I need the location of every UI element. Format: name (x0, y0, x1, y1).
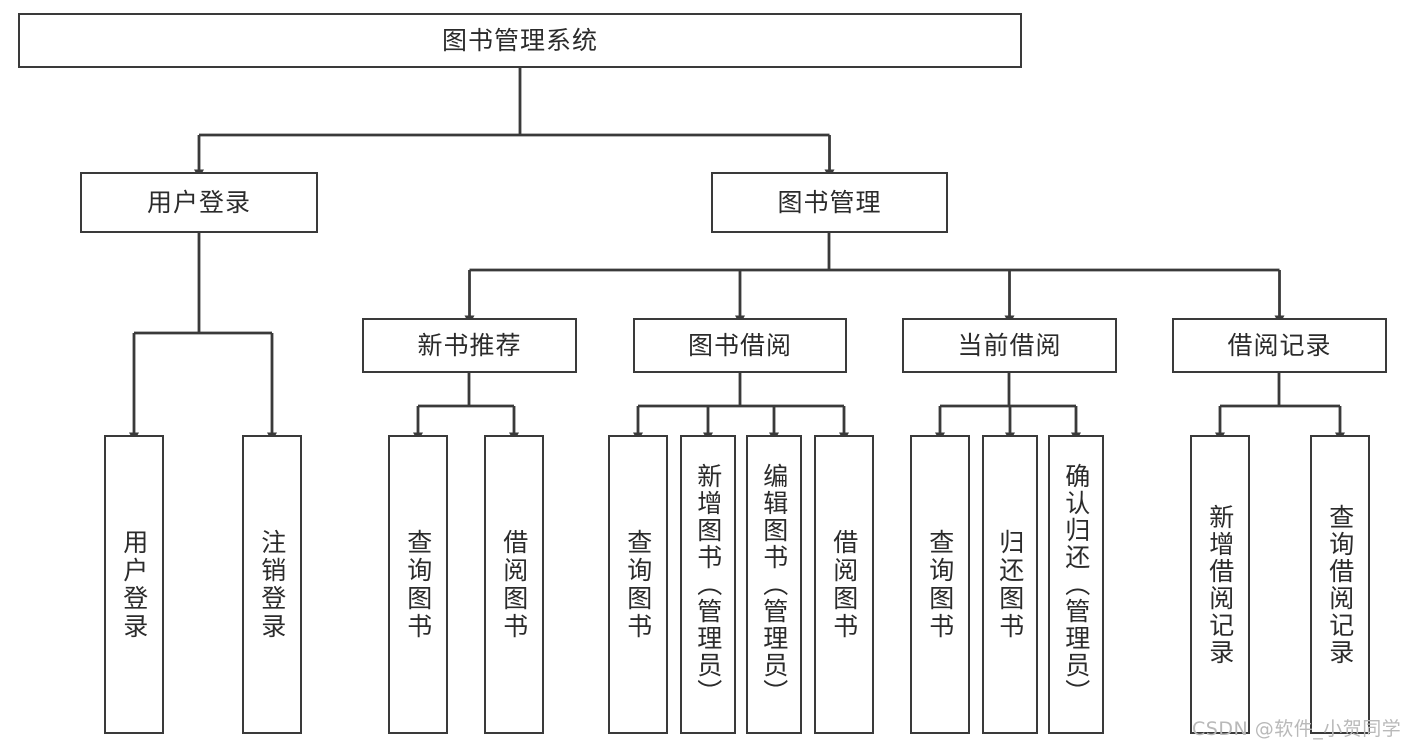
node-label-leaf-add-book: 新增图书（管理员） (693, 463, 723, 706)
node-book-borrow: 图书借阅 (633, 318, 847, 373)
edge-paths (129, 68, 1345, 442)
node-label-leaf-return-book: 归还图书 (995, 528, 1025, 641)
node-leaf-query-book-2: 查询图书 (608, 435, 668, 734)
node-leaf-edit-book: 编辑图书（管理员） (746, 435, 802, 734)
node-leaf-borrow-book-2: 借阅图书 (814, 435, 874, 734)
node-leaf-query-record: 查询借阅记录 (1310, 435, 1370, 734)
node-label-leaf-query-record: 查询借阅记录 (1325, 503, 1355, 666)
node-label-leaf-borrow-book-2: 借阅图书 (829, 528, 859, 641)
node-leaf-user-login: 用户登录 (104, 435, 164, 734)
node-user-login: 用户登录 (80, 172, 318, 233)
node-label-leaf-borrow-book-1: 借阅图书 (499, 528, 529, 641)
node-label-leaf-query-book-1: 查询图书 (403, 528, 433, 641)
node-label-current-borrow: 当前借阅 (957, 330, 1062, 360)
node-label-leaf-query-book-3: 查询图书 (925, 528, 955, 641)
node-label-user-login: 用户登录 (146, 187, 251, 217)
node-leaf-add-book: 新增图书（管理员） (680, 435, 736, 734)
node-label-leaf-edit-book: 编辑图书（管理员） (759, 463, 789, 706)
node-leaf-user-logout: 注销登录 (242, 435, 302, 734)
node-label-borrow-record: 借阅记录 (1227, 330, 1332, 360)
node-label-book-borrow: 图书借阅 (687, 330, 792, 360)
node-leaf-query-book-3: 查询图书 (910, 435, 970, 734)
node-new-book-rec: 新书推荐 (362, 318, 577, 373)
node-root: 图书管理系统 (18, 13, 1022, 68)
node-label-leaf-add-record: 新增借阅记录 (1205, 503, 1235, 666)
node-book-manage: 图书管理 (711, 172, 948, 233)
node-label-root: 图书管理系统 (441, 25, 598, 55)
node-leaf-add-record: 新增借阅记录 (1190, 435, 1250, 734)
node-label-leaf-query-book-2: 查询图书 (623, 528, 653, 641)
node-label-leaf-user-login: 用户登录 (119, 528, 149, 641)
node-label-leaf-user-logout: 注销登录 (257, 528, 287, 641)
node-label-new-book-rec: 新书推荐 (417, 330, 522, 360)
node-label-book-manage: 图书管理 (777, 187, 882, 217)
node-label-leaf-confirm-return: 确认归还（管理员） (1061, 463, 1091, 706)
node-leaf-query-book-1: 查询图书 (388, 435, 448, 734)
node-leaf-return-book: 归还图书 (982, 435, 1038, 734)
node-leaf-confirm-return: 确认归还（管理员） (1048, 435, 1104, 734)
node-leaf-borrow-book-1: 借阅图书 (484, 435, 544, 734)
node-borrow-record: 借阅记录 (1172, 318, 1387, 373)
node-current-borrow: 当前借阅 (902, 318, 1117, 373)
